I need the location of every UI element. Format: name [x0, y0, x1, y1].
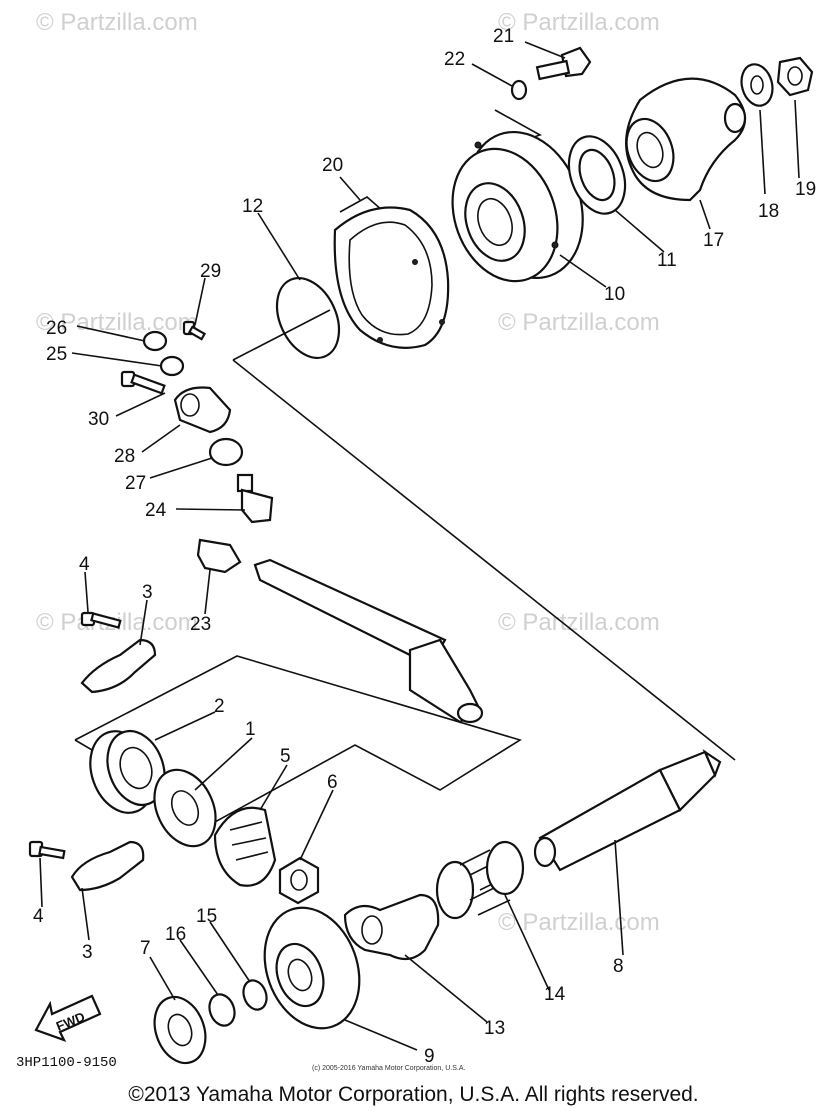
callout-5: 5 [280, 746, 291, 767]
assembly-bracket-right [232, 359, 736, 761]
callout-12: 12 [242, 196, 263, 217]
callout-27: 27 [125, 473, 146, 494]
part-22-washer [510, 79, 528, 101]
leader-lines [39, 41, 800, 1051]
callout-23: 23 [190, 614, 211, 635]
part-15-circlip [242, 979, 268, 1011]
watermark: © Partzilla.com [36, 9, 198, 36]
callout-3: 3 [82, 942, 93, 963]
part-2-bearing [89, 730, 166, 814]
callout-6: 6 [327, 772, 338, 793]
part-24-gear [236, 473, 274, 524]
part-13-joint-yoke [343, 893, 440, 961]
part-8-drive-shaft [533, 749, 722, 872]
callout-28: 28 [114, 446, 135, 467]
copyright-notice: ©2013 Yamaha Motor Corporation, U.S.A. A… [128, 1083, 699, 1106]
part-23-gear [196, 538, 242, 574]
part-21-bolt [535, 46, 592, 81]
part-26-washer [142, 330, 168, 352]
watermark: © Partzilla.com [498, 9, 660, 36]
callout-21: 21 [493, 26, 514, 47]
part-6-nut [278, 856, 320, 905]
callout-16: 16 [165, 924, 186, 945]
callout-30: 30 [88, 409, 109, 430]
callout-labels: 1 2 3 3 4 4 5 6 7 8 9 10 11 12 13 14 15 … [33, 26, 816, 1067]
part-11-oil-seal [567, 135, 627, 215]
diagram-code: 3HP1100-9150 [16, 1055, 117, 1071]
callout-8: 8 [613, 956, 624, 977]
small-caption: (c) 2005-2016 Yamaha Motor Corporation, … [312, 1065, 465, 1072]
part-1-shim [153, 768, 217, 848]
watermark: © Partzilla.com [498, 309, 660, 336]
middle-drive-shaft [253, 558, 484, 724]
callout-26: 26 [46, 318, 67, 339]
callout-1: 1 [245, 719, 256, 740]
callout-17: 17 [703, 230, 724, 251]
part-19-nut [776, 56, 814, 97]
part-27-o-ring [208, 437, 244, 467]
callout-15: 15 [196, 906, 217, 927]
part-4-bolt-upper [80, 611, 122, 629]
part-30-bolt [120, 370, 166, 395]
watermark: © Partzilla.com [498, 909, 660, 936]
callout-10: 10 [604, 284, 625, 305]
part-29-screw [182, 320, 207, 341]
part-7-bearing [153, 995, 207, 1065]
callout-2: 2 [214, 696, 225, 717]
callout-4: 4 [79, 554, 90, 575]
callout-4: 4 [33, 906, 44, 927]
part-12-o-ring [275, 277, 341, 359]
callout-18: 18 [758, 201, 779, 222]
part-3-lock-plate-lower [70, 840, 145, 892]
watermark: © Partzilla.com [36, 309, 198, 336]
callout-13: 13 [484, 1018, 505, 1039]
callout-24: 24 [145, 500, 167, 521]
callout-11: 11 [657, 250, 677, 271]
callout-22: 22 [444, 49, 465, 70]
part-10-bearing-housing [451, 130, 584, 283]
callout-20: 20 [322, 155, 343, 176]
callout-19: 19 [795, 179, 816, 200]
callout-14: 14 [544, 984, 566, 1005]
part-5-bevel-gear [213, 806, 277, 887]
part-14-spring [435, 840, 525, 920]
assembly-bracket-20 [339, 196, 383, 213]
callout-3: 3 [142, 582, 153, 603]
part-20-gasket [333, 206, 450, 349]
part-28-sleeve [173, 386, 232, 434]
part-9-ring-gear [263, 906, 361, 1030]
callout-29: 29 [200, 261, 221, 282]
part-16-collar [208, 993, 236, 1027]
callout-9: 9 [424, 1046, 435, 1067]
part-17-coupling-yoke [625, 77, 747, 202]
part-4-bolt-lower [28, 840, 66, 860]
part-18-washer [740, 63, 774, 107]
part-3-lock-plate-upper [80, 638, 157, 694]
assembly-bracket-upper [232, 309, 331, 361]
callout-7: 7 [140, 938, 151, 959]
callout-25: 25 [46, 344, 67, 365]
part-25-washer [159, 355, 185, 377]
fwd-arrow-icon: FWD [34, 994, 102, 1042]
watermark: © Partzilla.com [498, 609, 660, 636]
